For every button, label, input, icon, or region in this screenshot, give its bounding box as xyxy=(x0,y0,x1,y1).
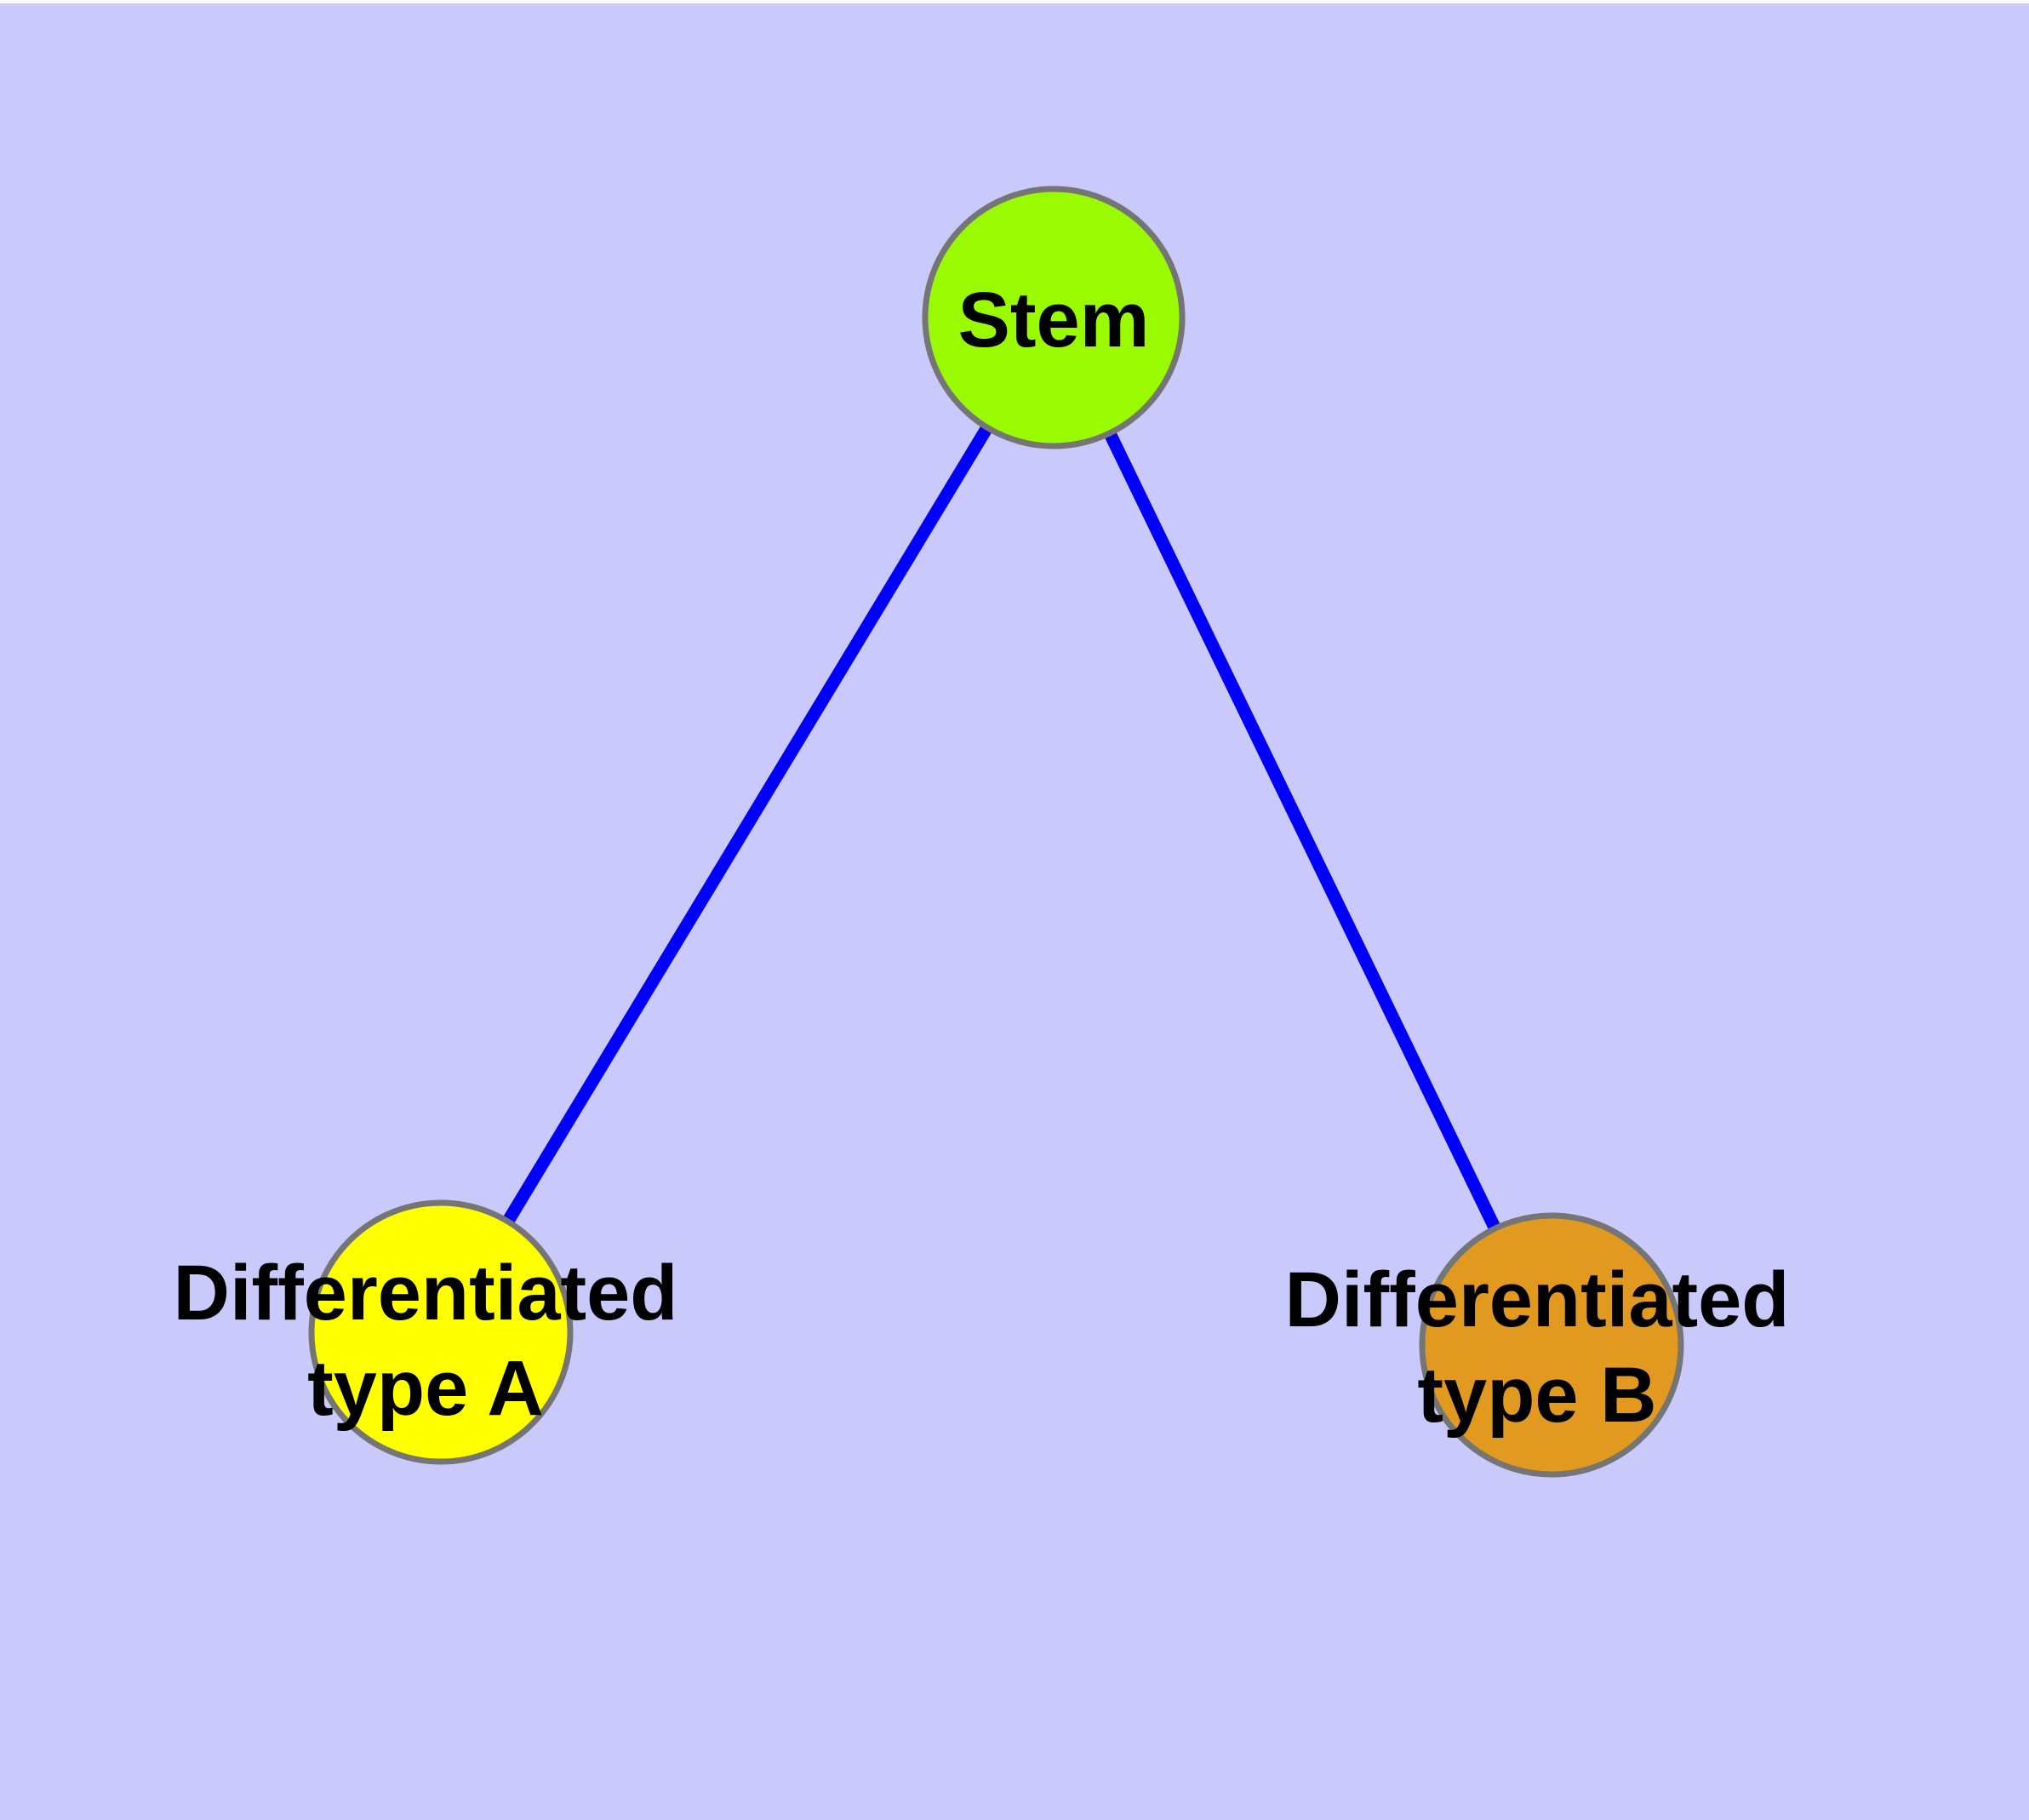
node-differentiated-type-b xyxy=(1419,1212,1684,1478)
label-type-b-line2: type B xyxy=(1417,1352,1656,1439)
edge-stem-to-type-b xyxy=(1048,314,1557,1348)
nodes-layer xyxy=(308,186,1684,1478)
labels-layer: Stem Differentiated type A Differentiate… xyxy=(174,277,1790,1439)
node-stem xyxy=(922,186,1186,449)
node-differentiated-type-a xyxy=(308,1199,574,1465)
label-type-a-line2: type A xyxy=(307,1345,544,1432)
edge-stem-to-type-a xyxy=(435,314,1060,1336)
label-stem: Stem xyxy=(958,277,1150,363)
label-type-a-line1: Differentiated xyxy=(174,1250,678,1336)
top-margin-strip xyxy=(0,0,2029,3)
edges-layer xyxy=(435,314,1557,1348)
label-type-b-line1: Differentiated xyxy=(1285,1256,1790,1343)
